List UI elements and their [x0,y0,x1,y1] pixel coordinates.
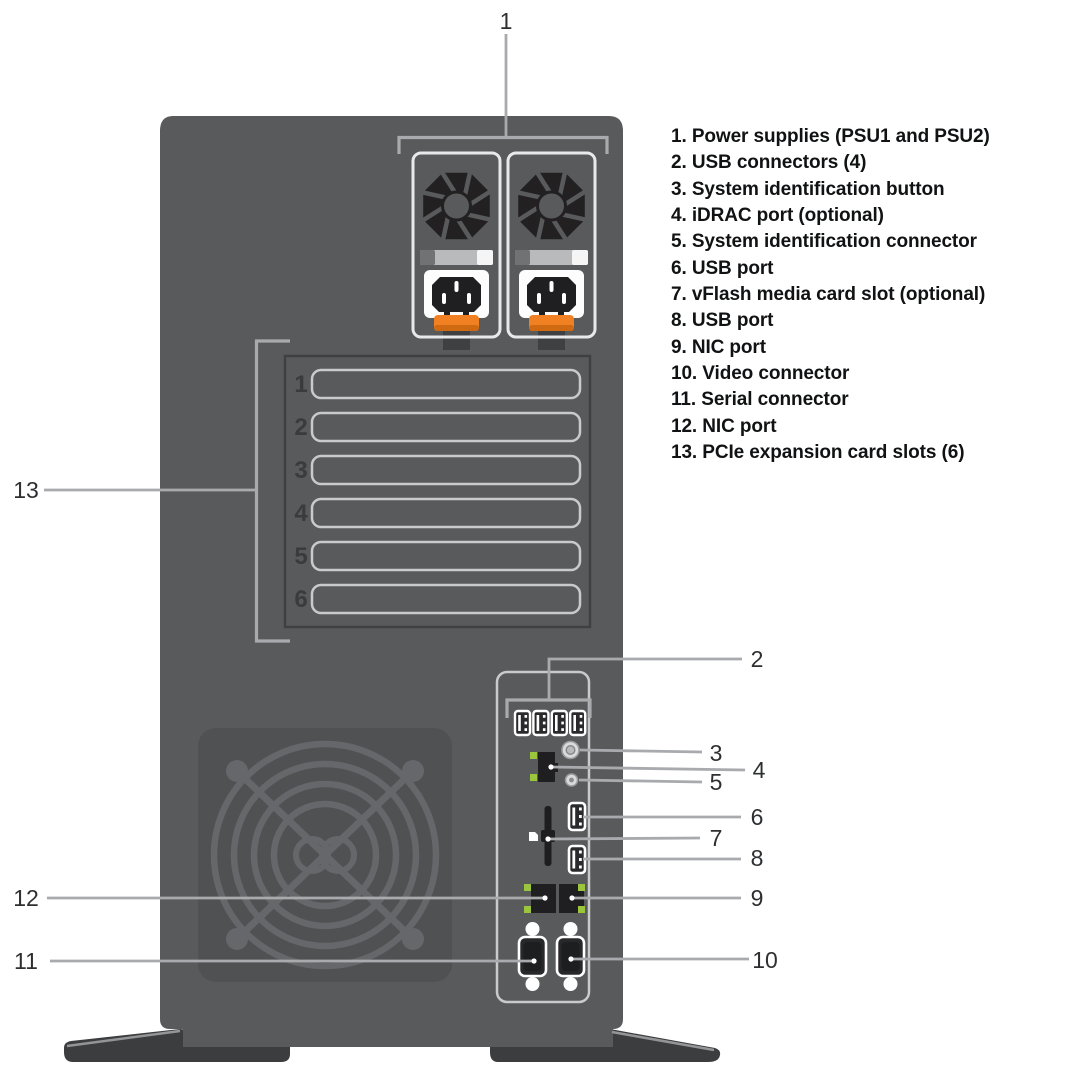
callout-bracket-1 [397,135,609,154]
io-panel [495,670,591,1004]
nic-led [530,774,537,781]
pcie-slot-6 [310,583,582,615]
usb-port-icon [532,709,550,737]
callout-label-12: 12 [13,885,39,911]
psu-fan-icon [421,170,492,242]
callout-lines [44,34,749,964]
rear-fan-grille [198,728,452,982]
pcie-slot-4-label: 4 [294,500,308,527]
pcie-slot-1 [310,368,582,400]
callout-label-8: 8 [751,845,764,871]
callout-line-7 [547,836,701,841]
nic-led [524,906,531,913]
callout-line-3 [579,748,703,754]
legend-item-1: 1. Power supplies (PSU1 and PSU2) [671,126,990,147]
serial-connector [517,922,548,991]
legend-item-8: 8. USB port [671,310,774,332]
usb-port-icon [550,709,568,737]
right-foot-highlight [611,1030,715,1052]
callout-label-11: 11 [14,948,38,974]
legend-item-3: 3. System identification button [671,178,945,200]
pcie-slot-5-label: 5 [294,543,307,570]
nic-led [578,906,585,913]
psu-handle [420,250,493,265]
power-inlet [424,270,489,326]
system-id-connector [564,773,579,787]
callout-label-7: 7 [710,825,723,851]
legend-item-6: 6. USB port [671,257,774,279]
callout-label-10: 10 [752,947,778,973]
pcie-slot-6-label: 6 [294,586,307,613]
psu-handle [515,250,588,265]
callout-bracket-13 [254,339,290,643]
callout-label-6: 6 [751,804,764,830]
psu-2 [506,151,597,350]
pcie-slot-area: 1 2 3 4 5 6 [283,354,592,629]
usb-port-icon [569,709,587,737]
legend-item-7: 7. vFlash media card slot (optional) [671,284,986,306]
legend-item-10: 10. Video connector [671,363,850,385]
callout-label-13: 13 [13,477,39,503]
legend-item-4: 4. iDRAC port (optional) [671,205,884,227]
legend-item-11: 11. Serial connector [671,389,849,411]
pcie-slot-2 [310,411,582,443]
pcie-slot-3 [310,454,582,486]
psu-1 [411,151,502,350]
legend-item-13: 13. PCIe expansion card slots (6) [671,442,965,464]
callout-label-2: 2 [751,646,764,672]
pcie-slot-1-label: 1 [294,371,307,398]
callout-label-1: 1 [500,8,513,34]
callout-line-4 [550,765,746,772]
legend-item-5: 5. System identification connector [671,231,977,253]
psu-fan-icon [516,170,587,242]
nic-led [524,884,531,891]
nic-led [530,752,537,759]
legend: 1. Power supplies (PSU1 and PSU2) 2. USB… [671,124,1031,466]
pcie-slot-3-label: 3 [294,457,307,484]
psu-release-latch [434,315,479,331]
fan-guard-icon [210,740,440,970]
usb-port-icon [567,801,587,832]
pcie-slot-4 [310,497,582,529]
callout-numbers: 1 2 3 4 5 6 7 8 9 10 11 12 13 [13,8,778,974]
callout-line-2 [547,657,742,700]
usb-port-icon [513,709,532,737]
legend-item-12: 12. NIC port [671,415,777,437]
system-id-button [561,740,580,760]
usb-port-icon [567,844,587,875]
usb-connector-group [513,709,587,737]
callout-label-4: 4 [753,757,766,783]
callout-label-3: 3 [710,740,723,766]
callout-line-5 [578,778,703,784]
legend-item-9: 9. NIC port [671,336,766,358]
left-foot-highlight [66,1029,181,1048]
sd-card-icon [529,832,538,841]
nic-led [578,884,585,891]
psu-release-latch [529,315,574,331]
pcie-slot-2-label: 2 [294,414,307,441]
callout-label-9: 9 [751,885,764,911]
pcie-slot-5 [310,540,582,572]
chassis-bottom-tab [183,1029,613,1047]
callout-label-5: 5 [710,769,723,795]
legend-item-2: 2. USB connectors (4) [671,152,867,174]
